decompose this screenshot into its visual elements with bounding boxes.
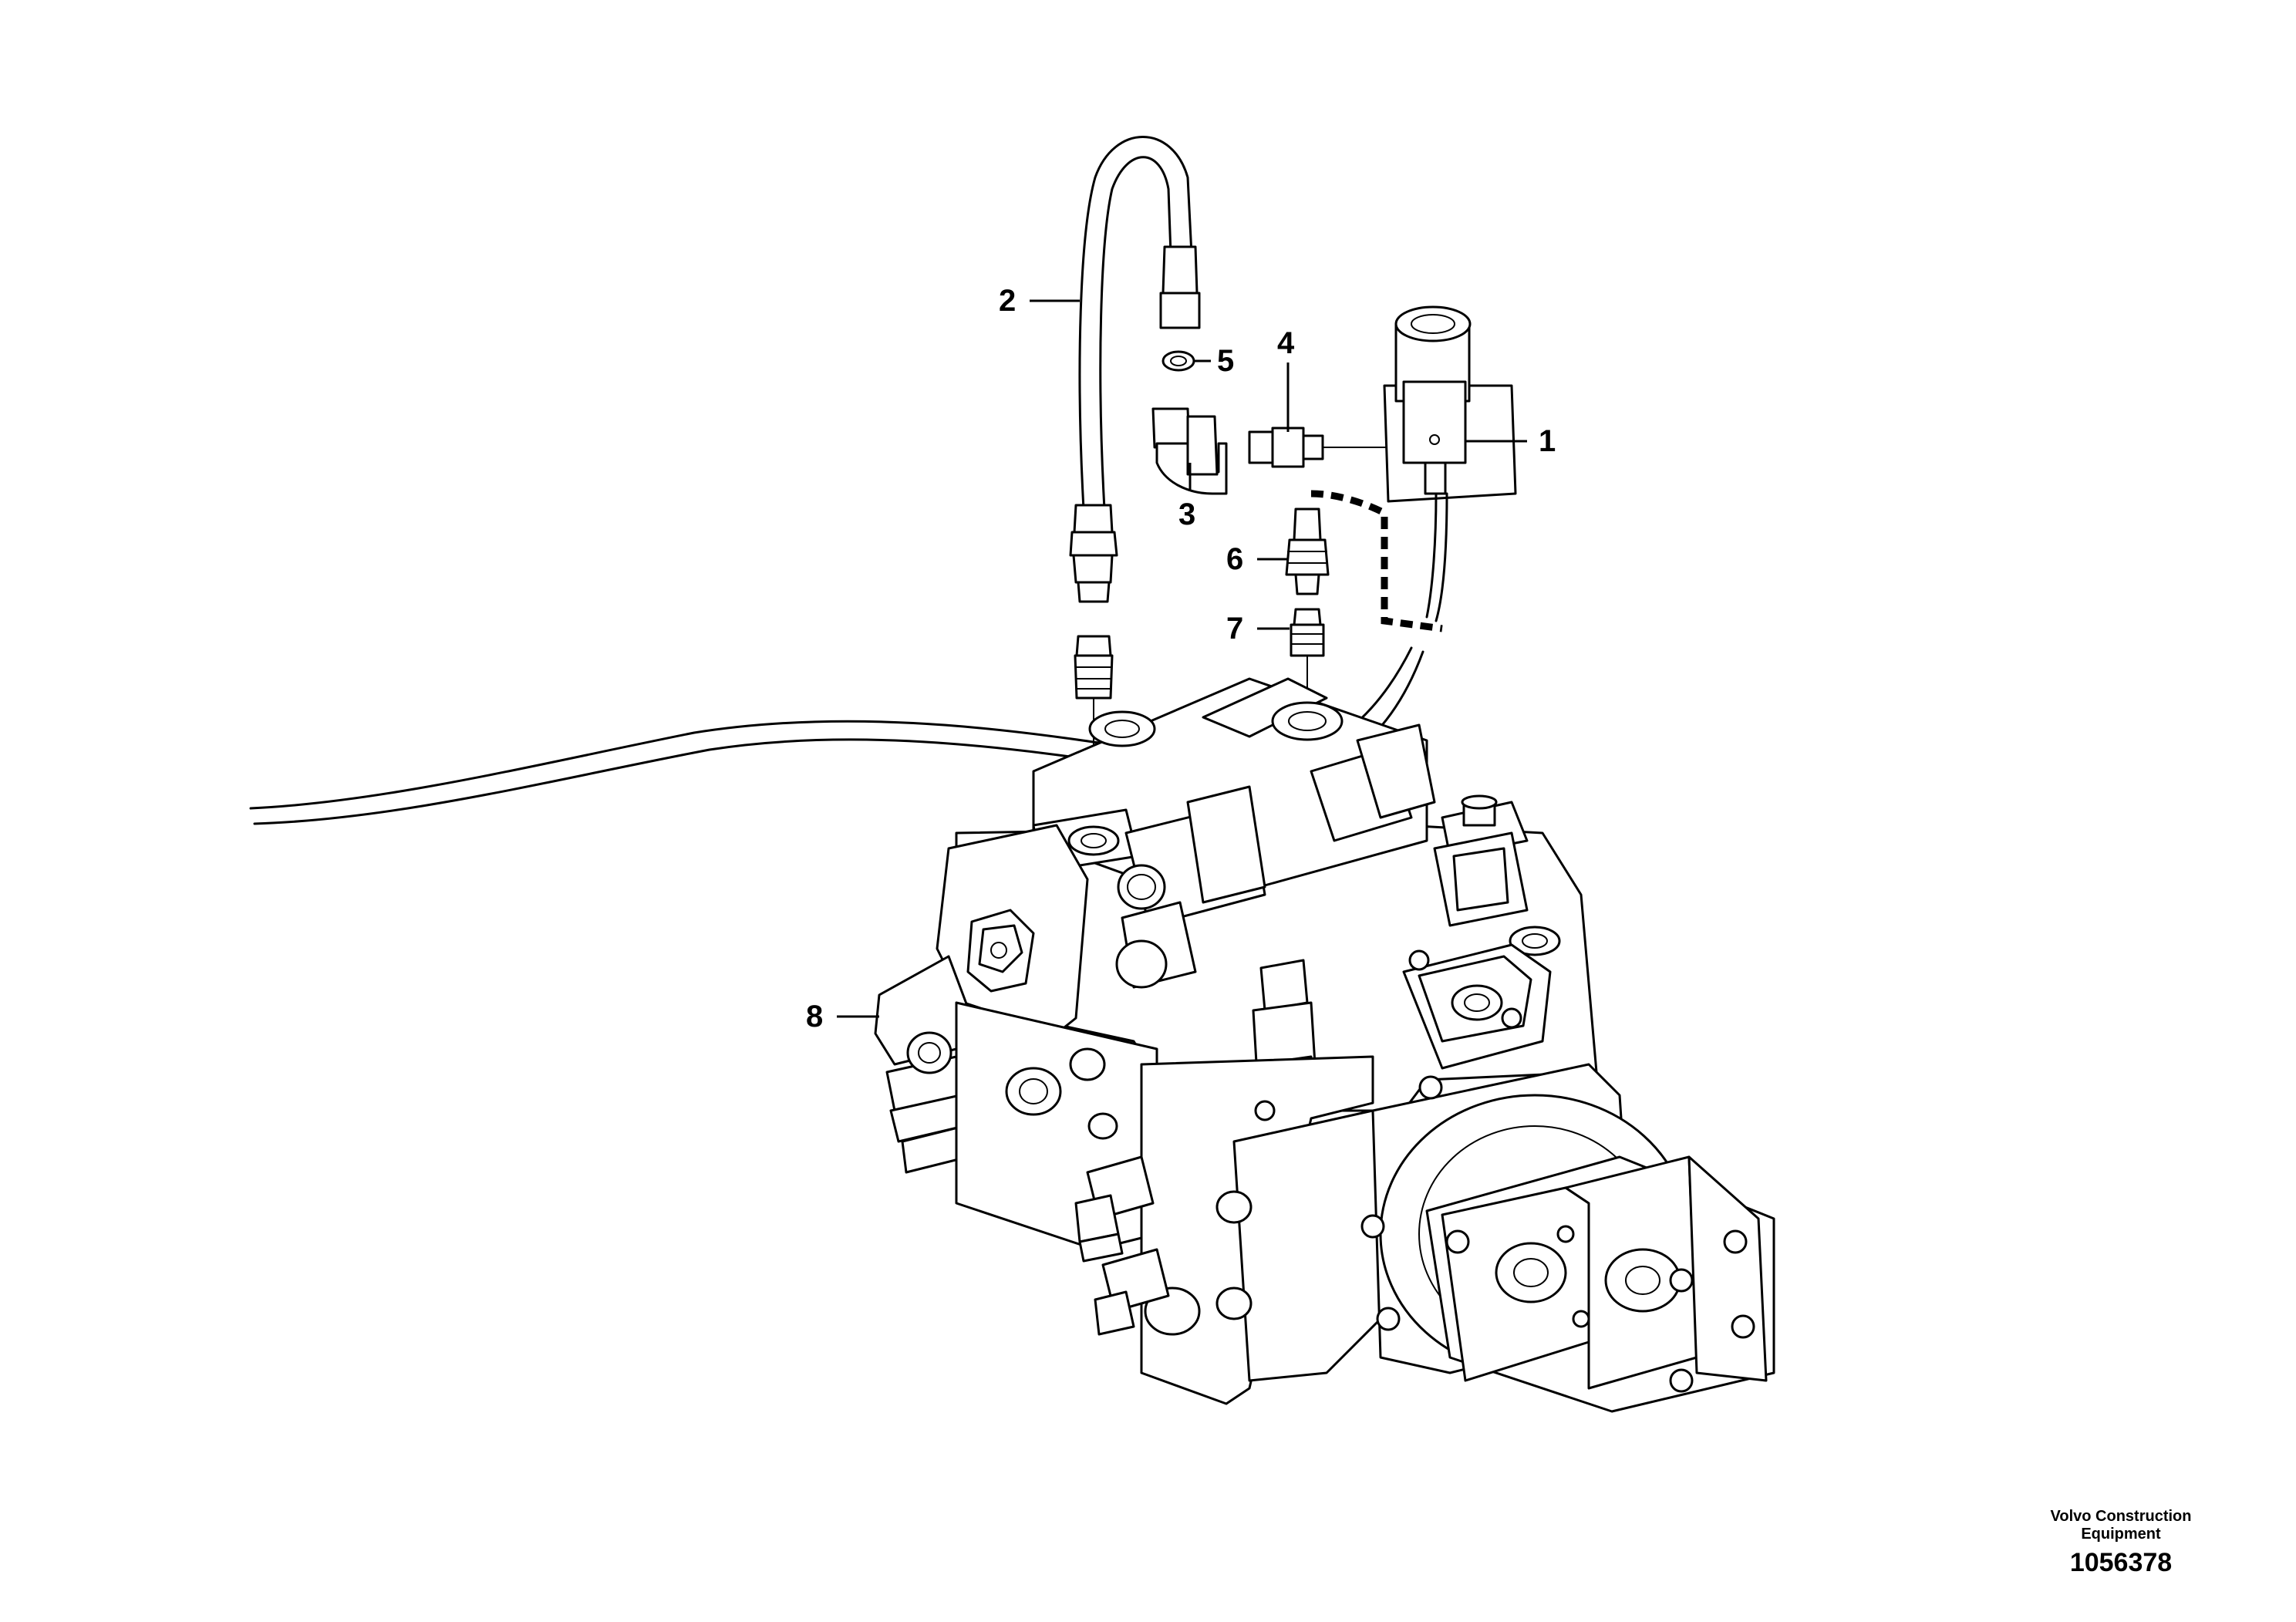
callout-7: 7 (1226, 612, 1243, 646)
hose-part-2 (1069, 136, 1201, 841)
callout-1: 1 (1539, 424, 1556, 458)
company-name-line1: Volvo Construction (2050, 1508, 2192, 1525)
callout-3: 3 (1178, 497, 1195, 531)
leader-lines (837, 299, 1527, 1018)
adapter-part-6 (1285, 508, 1330, 595)
adapter-part-7 (1290, 608, 1325, 710)
callout-4: 4 (1277, 326, 1295, 360)
drawing-caption: Volvo Construction Equipment 1056378 (2005, 1508, 2237, 1578)
nipple-part-4 (1248, 427, 1389, 468)
drawing-number: 1056378 (2069, 1548, 2173, 1577)
company-name-line2: Equipment (2081, 1526, 2161, 1543)
callout-labels: 1 2 3 4 5 6 7 8 (806, 284, 1556, 1034)
dashed-bracket (1310, 490, 1443, 632)
pump-assembly-part-8 (874, 677, 1775, 1413)
callout-6: 6 (1226, 542, 1243, 576)
sensor-part-1 (1383, 305, 1517, 622)
callout-5: 5 (1217, 344, 1234, 378)
oring-part-5 (1161, 350, 1195, 372)
callout-2: 2 (999, 284, 1016, 318)
callout-8: 8 (806, 1000, 823, 1034)
elbow-part-3 (1151, 407, 1228, 495)
